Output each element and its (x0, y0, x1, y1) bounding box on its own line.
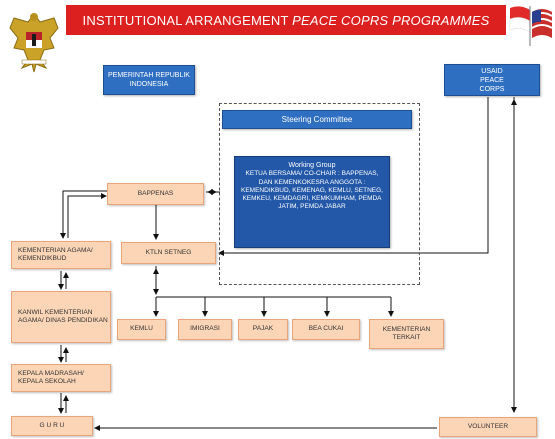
pajak-label: PAJAK (252, 325, 274, 333)
kementerian-terkait-box: KEMENTERIAN TERKAIT (369, 319, 444, 349)
kementerian-terkait-label: KEMENTERIAN TERKAIT (382, 325, 431, 342)
ktln-setneg-box: KTLN SETNEG (121, 242, 216, 264)
kepala-box: KEPALA MADRASAH/ KEPALA SEKOLAH (11, 364, 111, 392)
steering-label: Steering Committee (281, 115, 353, 124)
bea-cukai-box: BEA CUKAI (292, 319, 360, 340)
pemerintah-label: PEMERINTAH REPUBLIK INDONESIA (108, 72, 190, 88)
title-banner: INSTITUTIONAL ARRANGEMENT PEACE COPRS PR… (66, 5, 506, 35)
title-prefix: INSTITUTIONAL ARRANGEMENT (82, 12, 293, 28)
garuda-emblem-icon (9, 13, 59, 73)
steering-committee-box: Steering Committee (222, 110, 412, 129)
kemlu-label: KEMLU (130, 325, 153, 333)
guru-box: G U R U (11, 416, 93, 436)
kanwil-box: KANWIL KEMENTERIAN AGAMA/ DINAS PENDIDIK… (11, 291, 111, 343)
title-italic: PEACE COPRS PROGRAMMES (292, 12, 490, 28)
kanwil-label: KANWIL KEMENTERIAN AGAMA/ DINAS PENDIDIK… (18, 308, 108, 325)
imigrasi-box: IMIGRASI (178, 319, 232, 340)
working-group-body: KETUA BERSAMA/ CO-CHAIR : BAPPENAS, DAN … (241, 170, 383, 211)
bappenas-label: BAPPENAS (137, 189, 174, 197)
pemerintah-box: PEMERINTAH REPUBLIK INDONESIA (103, 65, 195, 95)
kepala-label: KEPALA MADRASAH/ KEPALA SEKOLAH (18, 369, 84, 386)
working-group-box: Working Group KETUA BERSAMA/ CO-CHAIR : … (234, 156, 390, 248)
kementerian-agama-box: KEMENTERIAN AGAMA/ KEMENDIKBUD (11, 241, 111, 269)
usaid-box: USAID PEACE CORPS (444, 64, 540, 96)
usaid-label: USAID PEACE CORPS (479, 67, 505, 93)
flags-icon (509, 6, 553, 46)
kementerian-agama-label: KEMENTERIAN AGAMA/ KEMENDIKBUD (18, 246, 93, 263)
steering-group-container (219, 103, 420, 285)
bappenas-box: BAPPENAS (107, 183, 204, 205)
guru-label: G U R U (39, 421, 65, 429)
ktln-label: KTLN SETNEG (145, 248, 192, 256)
pajak-box: PAJAK (238, 319, 288, 340)
working-group-title: Working Group (288, 162, 336, 169)
bea-cukai-label: BEA CUKAI (308, 325, 344, 333)
volunteer-box: VOLUNTEER (439, 417, 537, 437)
imigrasi-label: IMIGRASI (190, 325, 220, 333)
volunteer-label: VOLUNTEER (467, 422, 509, 430)
kemlu-box: KEMLU (117, 319, 166, 340)
